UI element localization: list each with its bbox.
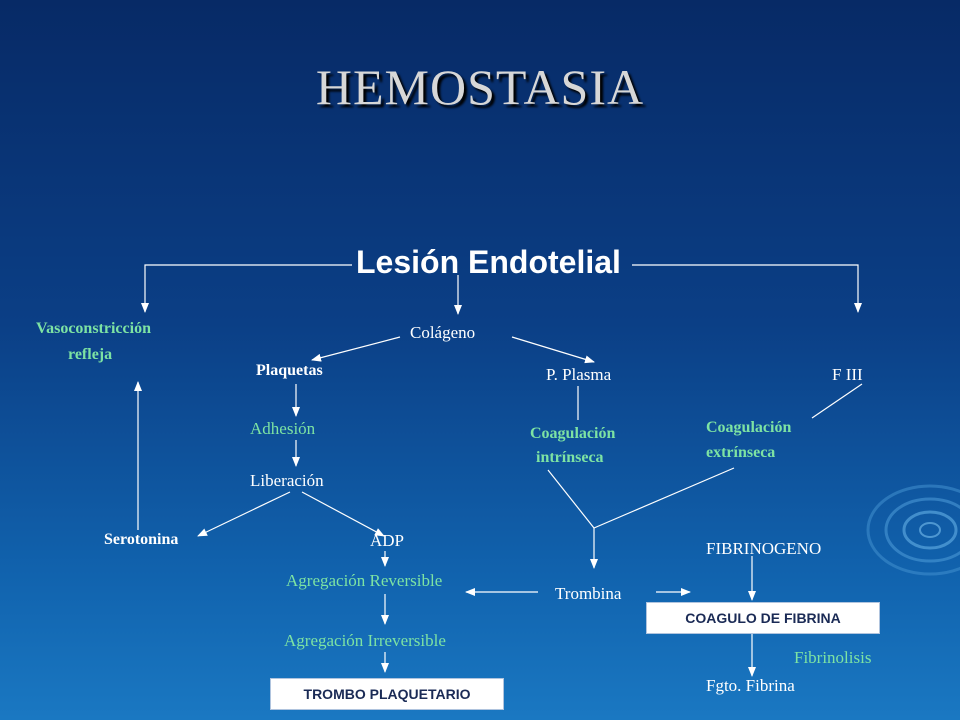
node-colageno: Colágeno: [410, 323, 476, 342]
page-title: HEMOSTASIA: [315, 59, 645, 115]
node-fibrinogeno: FIBRINOGENO: [706, 539, 822, 558]
node-trombo-plaquetario: TROMBO PLAQUETARIO: [270, 678, 504, 710]
line-colageno-plaquetas: [311, 336, 401, 362]
node-coag-intrinseca-2: intrínseca: [536, 449, 604, 466]
node-trombina: Trombina: [555, 584, 622, 603]
node-adhesion: Adhesión: [250, 419, 316, 438]
line-liberacion-serotonina: [197, 491, 291, 537]
node-p-plasma: P. Plasma: [546, 365, 612, 384]
node-fibrinolisis: Fibrinolisis: [794, 648, 872, 667]
node-adp: ADP: [370, 531, 405, 550]
node-agregacion-reversible: Agregación Reversible: [286, 571, 443, 590]
line-fiii-extrinseca: [811, 383, 863, 419]
node-agregacion-irreversible: Agregación Irreversible: [284, 631, 446, 650]
node-liberacion: Liberación: [250, 471, 324, 490]
line-extrinseca-junction: [593, 467, 735, 529]
node-serotonina: Serotonina: [104, 531, 179, 548]
node-plaquetas: Plaquetas: [256, 362, 323, 379]
node-refleja: refleja: [68, 346, 113, 363]
line-lesion-vasoconstriccion: [141, 264, 352, 313]
node-f-iii: F III: [832, 365, 863, 384]
node-lesion-endotelial: Lesión Endotelial: [356, 244, 621, 280]
node-vasoconstriccion: Vasoconstricción: [36, 320, 151, 337]
node-fgto-fibrina: Fgto. Fibrina: [706, 676, 795, 695]
line-liberacion-adp: [301, 491, 385, 537]
node-coag-extrinseca-2: extrínseca: [706, 444, 776, 461]
line-intrinseca-junction: [547, 469, 595, 529]
line-colageno-pplasma: [511, 336, 595, 364]
line-lesion-fiii: [632, 264, 862, 313]
node-coag-intrinseca-1: Coagulación: [530, 425, 616, 442]
ripple-decoration: [866, 484, 960, 576]
node-coag-extrinseca-1: Coagulación: [706, 419, 792, 436]
node-coagulo-de-fibrina: COAGULO DE FIBRINA: [646, 602, 880, 634]
